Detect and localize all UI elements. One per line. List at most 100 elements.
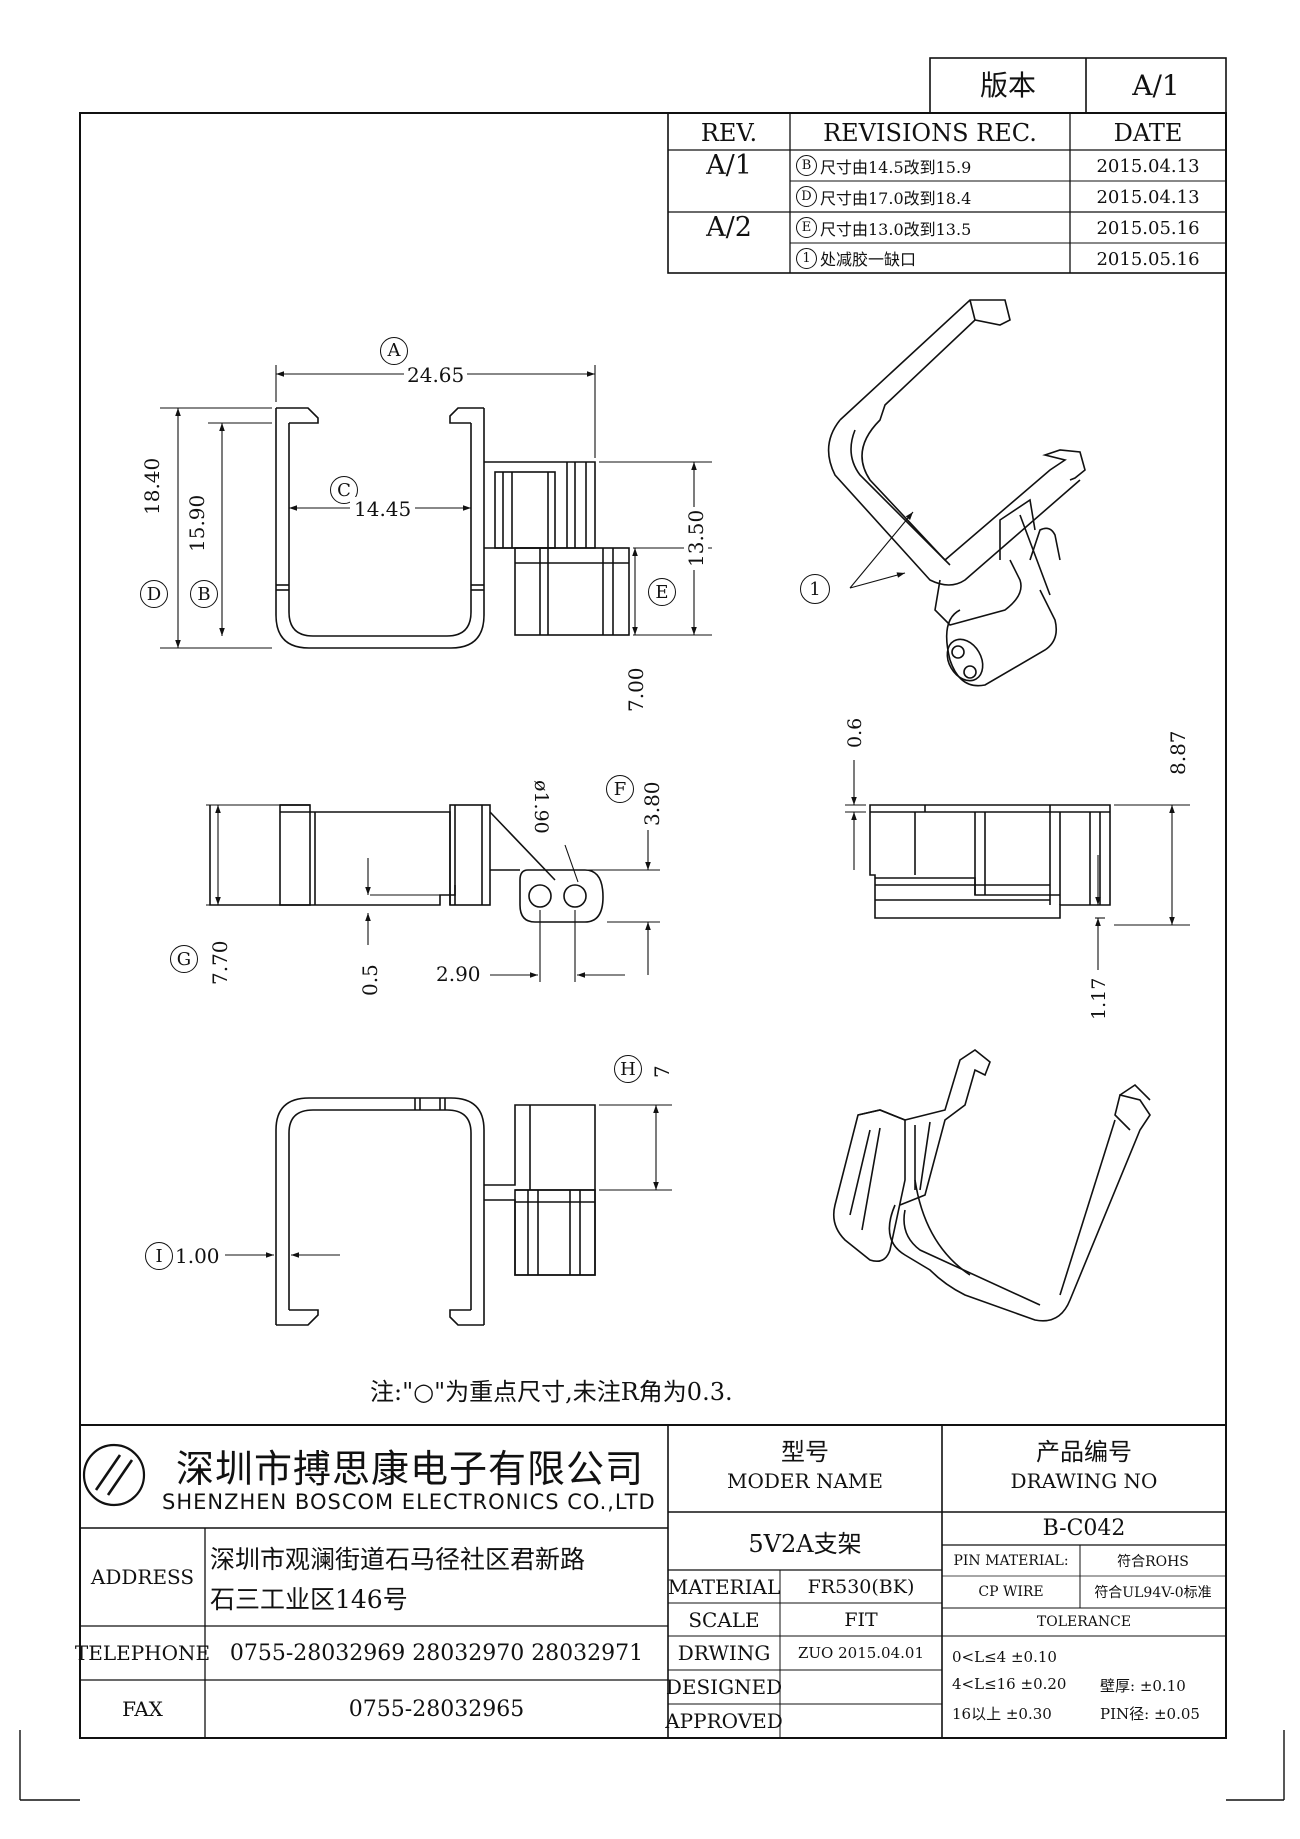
telephone-value: 0755-28032969 28032970 28032971 [229, 1640, 644, 1666]
top-view [275, 407, 630, 649]
dim-F-value: 3.80 [640, 781, 664, 826]
tolerance-line-3b: PIN径: ±0.05 [1100, 1705, 1200, 1723]
dim-F: F [606, 775, 634, 803]
iso-callout-mark: 1 [800, 574, 830, 604]
fax-label: FAX [122, 1697, 163, 1721]
rev-date-1: 2015.04.13 [1096, 156, 1200, 177]
dim-side-small: 0.5 [358, 964, 382, 996]
tolerance-line-2a: 4<L≤16 ±0.20 [952, 1675, 1067, 1693]
dim-A-value: 24.65 [404, 363, 468, 387]
dim-I: I 1.00 [145, 1242, 220, 1270]
dim-A: A [380, 336, 408, 365]
company-logo-mark [82, 1443, 146, 1507]
dim-F-mark: F [606, 775, 634, 803]
address-line-1: 深圳市观澜街道石马径社区君新路 [210, 1545, 586, 1574]
dim-hole-dia: ø1.90 [530, 780, 552, 834]
rev-mark-4: 1 [796, 247, 817, 269]
dim-D: D [140, 580, 168, 608]
model-label-cn: 型号 [781, 1437, 829, 1466]
rev-text-3: 尺寸由13.0改到13.5 [820, 219, 972, 239]
fax-value: 0755-28032965 [348, 1696, 525, 1722]
company-name-cn: 深圳市搏思康电子有限公司 [176, 1447, 645, 1491]
dim-right-height: 8.87 [1166, 727, 1190, 778]
dim-hole-pitch: 2.90 [434, 962, 483, 986]
rev-mark-2: D [796, 186, 817, 207]
rev-date-2: 2015.04.13 [1096, 187, 1200, 208]
address-label: ADDRESS [90, 1565, 195, 1589]
drawing-row-label: DRWING [677, 1641, 771, 1665]
rev-mark-1: B [796, 155, 817, 176]
model-value: 5V2A支架 [748, 1529, 862, 1558]
dim-G-value: 7.70 [208, 940, 232, 985]
drawing-note: 注:"○"为重点尺寸,未注R角为0.3. [370, 1378, 733, 1406]
cp-wire-label: CP WIRE [978, 1584, 1044, 1600]
drawing-row-value: ZUO 2015.04.01 [797, 1644, 924, 1662]
dim-E: E [648, 578, 676, 606]
dim-H: H [614, 1055, 642, 1083]
dim-B-value: 15.90 [185, 491, 209, 555]
rec-header: REVISIONS REC. [823, 119, 1037, 147]
dim-G-mark: G [170, 945, 198, 973]
address-line-2: 石三工业区146号 [210, 1585, 408, 1614]
dim-C: C [330, 476, 358, 504]
model-label-en: MODER NAME [727, 1469, 883, 1493]
revision-row-2: D 尺寸由17.0改到18.4 [796, 181, 971, 212]
pin-material-value: 符合ROHS [1117, 1553, 1189, 1570]
rev-row-1: A/1 [706, 150, 752, 181]
tolerance-line-1: 0<L≤4 ±0.10 [952, 1648, 1057, 1666]
rev-row-3: A/2 [706, 212, 752, 243]
revision-row-1: B 尺寸由14.5改到15.9 [796, 150, 971, 181]
tolerance-line-2b: 壁厚: ±0.10 [1100, 1677, 1186, 1695]
side-view [209, 804, 604, 923]
dim-top-gap: 0.6 [844, 717, 866, 748]
tolerance-label: TOLERANCE [1036, 1614, 1132, 1630]
telephone-label: TELEPHONE [74, 1641, 211, 1665]
dim-e-sub: 7.00 [624, 667, 648, 712]
dim-D-mark: D [140, 580, 168, 608]
rev-header: REV. [700, 119, 758, 147]
cp-wire-value: 符合UL94V-0标准 [1094, 1585, 1212, 1601]
dim-C-value: 14.45 [350, 497, 416, 521]
dim-D-value: 18.40 [140, 454, 164, 518]
rev-text-4: 处减胶一缺口 [820, 250, 917, 269]
dim-E-mark: E [648, 578, 676, 606]
dim-A-mark: A [380, 337, 408, 365]
date-header: DATE [1113, 119, 1183, 147]
version-value: A/1 [1132, 69, 1180, 102]
tolerance-line-3a: 16以上 ±0.30 [952, 1705, 1052, 1723]
dim-E-value: 13.50 [684, 506, 708, 570]
designed-label: DESIGNED [665, 1675, 783, 1699]
dim-B-mark: B [190, 580, 218, 608]
dim-B: B [190, 580, 218, 608]
drawing-value: B-C042 [1042, 1516, 1126, 1541]
dim-H-mark: H [614, 1055, 642, 1083]
scale-value: FIT [844, 1608, 878, 1631]
version-label: 版本 [979, 69, 1036, 102]
rev-text-1: 尺寸由14.5改到15.9 [820, 157, 972, 177]
scale-label: SCALE [688, 1607, 760, 1632]
iso-view-bottom [832, 1049, 1151, 1322]
right-view [869, 804, 1111, 919]
revision-row-3: E 尺寸由13.0改到13.5 [796, 212, 971, 243]
dim-H-value: 7 [650, 1065, 674, 1078]
rev-mark-3: E [796, 217, 817, 238]
rev-text-2: 尺寸由17.0改到18.4 [820, 188, 972, 208]
rev-date-4: 2015.05.16 [1096, 249, 1200, 270]
revision-row-4: 1 处减胶一缺口 [796, 243, 916, 273]
dim-I-mark: I [145, 1242, 173, 1270]
drawing-label-en: DRAWING NO [1010, 1469, 1158, 1493]
approved-label: APPROVED [665, 1709, 783, 1733]
dim-I-value: 1.00 [175, 1244, 220, 1268]
pin-material-label: PIN MATERIAL: [953, 1552, 1069, 1569]
iso-view-top [827, 299, 1086, 687]
dim-right-bottom: 1.17 [1088, 977, 1110, 1020]
company-name-en: SHENZHEN BOSCOM ELECTRONICS CO.,LTD [162, 1490, 656, 1514]
dim-C-mark: C [330, 476, 358, 504]
dim-G: G [170, 945, 198, 973]
drawing-label-cn: 产品编号 [1036, 1437, 1132, 1466]
material-value: FR530(BK) [807, 1575, 915, 1598]
iso-callout: 1 [800, 574, 830, 604]
rev-date-3: 2015.05.16 [1096, 218, 1200, 239]
